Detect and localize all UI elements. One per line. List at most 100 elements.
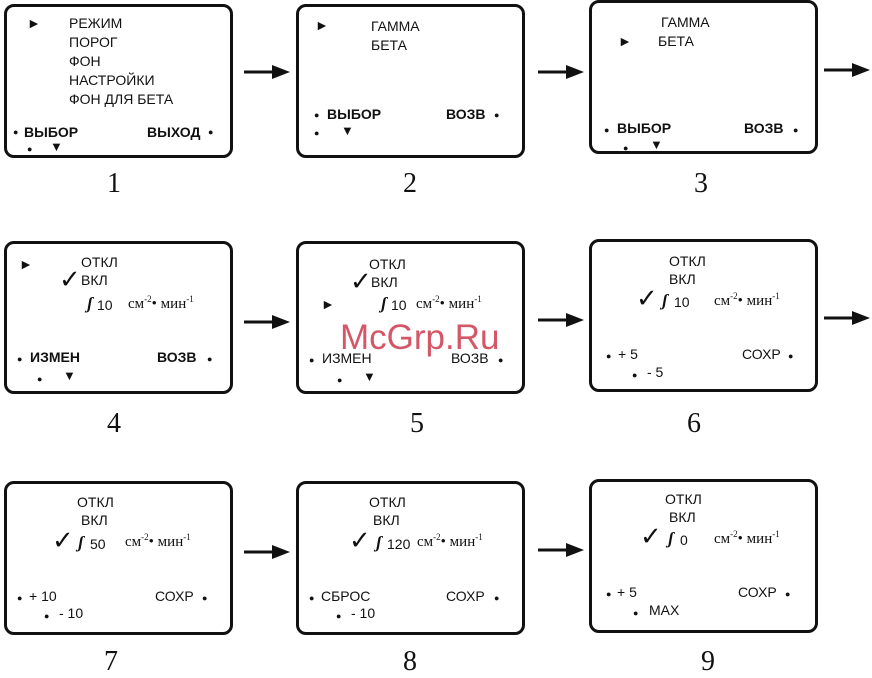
softkey-dot-left: ●	[604, 125, 610, 135]
softkey-dot-right: ●	[207, 354, 213, 364]
integral-icon: ʃ	[87, 294, 93, 313]
threshold-value: 10	[391, 297, 407, 313]
softkey-back: ВОЗВ	[446, 106, 486, 122]
arrow-right-icon	[244, 545, 290, 559]
pointer-icon: ►	[27, 15, 41, 31]
unit-label: см-2• мин-1	[128, 294, 194, 312]
option-off: ОТКЛ	[369, 494, 406, 510]
down-arrow-icon: ▼	[363, 369, 376, 384]
softkey-plus5: + 5	[617, 584, 637, 600]
screen-number-5: 5	[410, 408, 424, 439]
threshold-value: 10	[674, 294, 690, 310]
watermark-logo: McGrp.Ru	[340, 318, 500, 357]
arrow-right-icon	[824, 63, 870, 77]
threshold-value: 0	[680, 532, 688, 548]
softkey-dot-right: ●	[785, 589, 791, 599]
threshold-value: 50	[90, 536, 106, 552]
screen-5: ОТКЛ ✓ ВКЛ ► ʃ 10 см-2• мин-1 ● ИЗМЕН ВО…	[296, 241, 525, 394]
screen-6: ОТКЛ ВКЛ ✓ ʃ 10 см-2• мин-1 ● + 5 СОХР ●…	[589, 239, 818, 392]
integral-icon: ʃ	[668, 529, 674, 548]
unit-label: см-2• мин-1	[714, 291, 780, 309]
arrow-right-icon	[538, 543, 584, 557]
option-on: ВКЛ	[373, 512, 400, 528]
menu-item-threshold: ПОРОГ	[69, 34, 118, 50]
down-arrow-icon: ▼	[341, 123, 354, 138]
pointer-icon: ►	[321, 296, 335, 312]
pointer-icon: ►	[315, 17, 329, 33]
softkey-select: ВЫБОР	[617, 120, 672, 136]
screen-number-6: 6	[687, 408, 701, 439]
softkey-dot-left: ●	[314, 110, 320, 120]
softkey-dot-right: ●	[494, 110, 500, 120]
softkey-dot-right: ●	[208, 127, 214, 137]
check-icon: ✓	[640, 522, 662, 552]
softkey-dot-left: ●	[17, 593, 23, 603]
softkey-max: MAX	[649, 602, 680, 618]
pointer-icon: ►	[618, 33, 632, 49]
softkey-select: ВЫБОР	[24, 124, 79, 140]
screen-1: ► РЕЖИМ ПОРОГ ФОН НАСТРОЙКИ ФОН ДЛЯ БЕТА…	[4, 4, 233, 158]
menu-item-beta: БЕТА	[371, 37, 407, 53]
softkey-save: СОХР	[446, 588, 485, 604]
down-arrow-icon: ▼	[50, 139, 63, 154]
menu-item-gamma: ГАММА	[661, 14, 710, 30]
softkey-dot-right: ●	[498, 355, 504, 365]
softkey-plus5: + 5	[618, 346, 638, 362]
softkey-dot-bottom: ●	[337, 375, 343, 385]
arrow-right-icon	[538, 65, 584, 79]
softkey-dot-left: ●	[309, 593, 315, 603]
menu-item-beta: БЕТА	[658, 33, 694, 49]
softkey-select: ВЫБОР	[327, 106, 382, 122]
arrow-right-icon	[824, 311, 870, 325]
softkey-back: ВОЗВ	[744, 120, 784, 136]
option-off: ОТКЛ	[665, 491, 702, 507]
pointer-icon: ►	[19, 256, 33, 272]
check-icon: ✓	[59, 265, 81, 295]
softkey-minus10: - 10	[59, 605, 84, 621]
softkey-dot-left: ●	[309, 355, 315, 365]
softkey-dot-bottom: ●	[37, 374, 43, 384]
option-on: ВКЛ	[669, 271, 696, 287]
softkey-minus10: - 10	[351, 605, 376, 621]
screen-number-3: 3	[694, 168, 708, 199]
unit-label: см-2• мин-1	[125, 532, 191, 550]
screen-number-4: 4	[107, 408, 121, 439]
arrow-right-icon	[244, 315, 290, 329]
menu-item-beta-background: ФОН ДЛЯ БЕТА	[69, 91, 174, 107]
softkey-dot-bottom: ●	[44, 611, 50, 621]
arrow-right-icon	[538, 313, 584, 327]
screen-7: ОТКЛ ВКЛ ✓ ʃ 50 см-2• мин-1 ● + 10 СОХР …	[4, 481, 233, 635]
integral-icon: ʃ	[78, 533, 84, 552]
screen-9: ОТКЛ ВКЛ ✓ ʃ 0 см-2• мин-1 ● + 5 СОХР ● …	[589, 479, 818, 633]
check-icon: ✓	[52, 526, 74, 556]
screen-8: ОТКЛ ВКЛ ✓ ʃ 120 см-2• мин-1 ● СБРОС СОХ…	[296, 481, 525, 635]
screen-number-2: 2	[403, 168, 417, 199]
menu-item-mode: РЕЖИМ	[69, 15, 123, 31]
softkey-exit: ВЫХОД	[147, 124, 201, 140]
screen-2: ► ГАММА БЕТА ● ВЫБОР ВОЗВ ● ● ▼	[296, 4, 525, 158]
softkey-dot-right: ●	[494, 593, 500, 603]
screen-4: ► ОТКЛ ✓ ВКЛ ʃ 10 см-2• мин-1 ● ИЗМЕН ВО…	[4, 241, 233, 394]
option-on: ВКЛ	[669, 509, 696, 525]
softkey-save: СОХР	[738, 584, 777, 600]
option-on: ВКЛ	[371, 274, 398, 290]
softkey-back: ВОЗВ	[451, 350, 489, 366]
softkey-dot-left: ●	[17, 354, 23, 364]
menu-item-background: ФОН	[69, 53, 101, 69]
screen-number-9: 9	[701, 646, 715, 677]
softkey-reset: СБРОС	[321, 588, 371, 604]
check-icon: ✓	[636, 284, 658, 314]
softkey-dot-right: ●	[788, 351, 794, 361]
unit-label: см-2• мин-1	[416, 294, 482, 312]
softkey-dot-bottom: ●	[632, 370, 638, 380]
softkey-plus10: + 10	[29, 588, 57, 604]
softkey-dot-left: ●	[606, 351, 612, 361]
softkey-dot-right: ●	[202, 593, 208, 603]
screen-number-7: 7	[104, 646, 118, 677]
threshold-value: 10	[97, 297, 113, 313]
softkey-dot-right: ●	[793, 125, 799, 135]
softkey-dot-left: ●	[13, 127, 19, 137]
option-on: ВКЛ	[81, 272, 108, 288]
down-arrow-icon: ▼	[650, 137, 663, 152]
softkey-dot-left: ●	[606, 589, 612, 599]
